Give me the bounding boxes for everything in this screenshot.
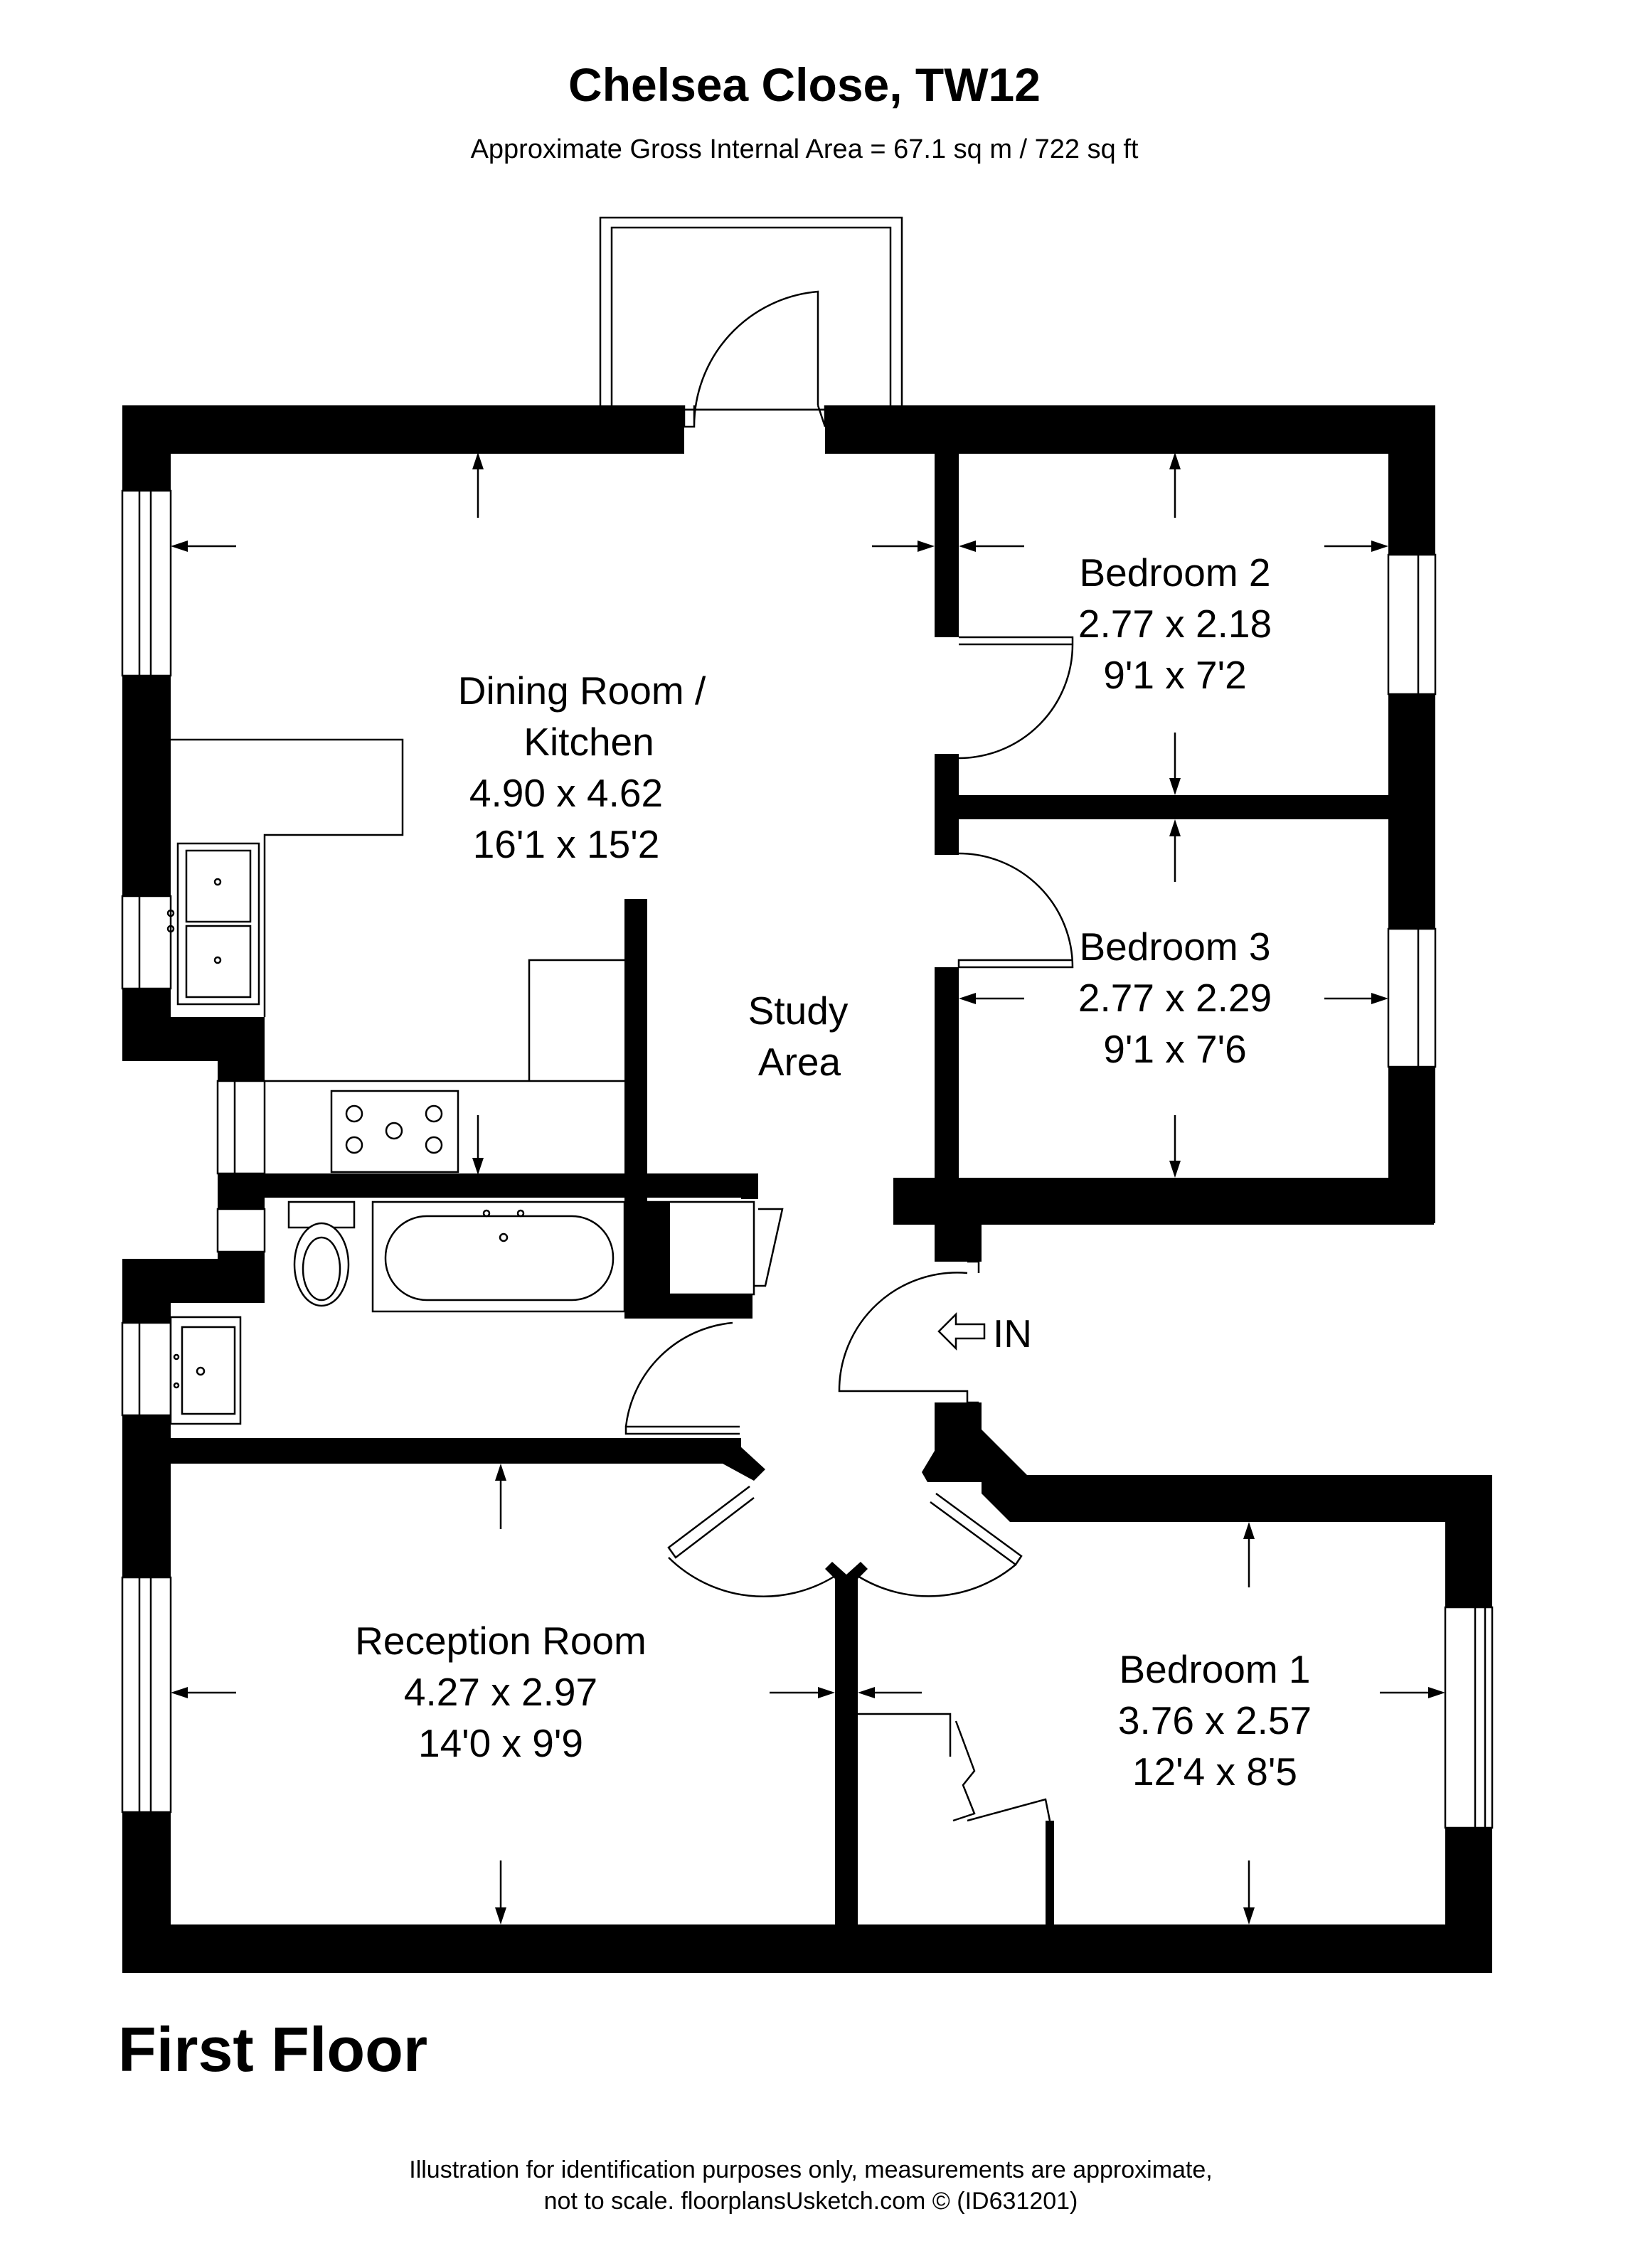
hob-icon xyxy=(330,1090,459,1173)
kitchen-sink-icon xyxy=(166,842,260,1006)
bedroom1-name: Bedroom 1 xyxy=(1119,1647,1310,1691)
basin-icon xyxy=(169,1316,242,1425)
reception-name: Reception Room xyxy=(355,1619,647,1663)
disclaimer-line1: Illustration for identification purposes… xyxy=(409,2156,1213,2183)
dining-name-line1: Dining Room / xyxy=(458,669,706,713)
balcony xyxy=(599,216,903,411)
study-name-line1: Study xyxy=(748,989,849,1033)
kitchen-counter xyxy=(171,738,404,1017)
dining-name-line2: Kitchen xyxy=(523,720,654,764)
room-reception: Reception Room 4.27 x 2.97 14'0 x 9'9 xyxy=(355,1619,647,1765)
dimension-arrows xyxy=(171,452,1445,1924)
page-title: Chelsea Close, TW12 xyxy=(568,58,1041,111)
toilet-icon xyxy=(287,1200,356,1307)
room-dining-kitchen: Dining Room / Kitchen 4.90 x 4.62 16'1 x… xyxy=(458,669,706,866)
dining-metric: 4.90 x 4.62 xyxy=(469,771,663,815)
bedroom3-imperial: 9'1 x 7'6 xyxy=(1103,1027,1246,1071)
bedroom2-name: Bedroom 2 xyxy=(1079,550,1270,595)
dining-imperial: 16'1 x 15'2 xyxy=(473,822,660,866)
bedroom3-name: Bedroom 3 xyxy=(1079,925,1270,969)
bedroom2-imperial: 9'1 x 7'2 xyxy=(1103,653,1246,697)
room-bedroom-3: Bedroom 3 2.77 x 2.29 9'1 x 7'6 xyxy=(1078,925,1272,1071)
study-name-line2: Area xyxy=(758,1040,841,1084)
room-bedroom-2: Bedroom 2 2.77 x 2.18 9'1 x 7'2 xyxy=(1078,550,1272,697)
cupboard-lines xyxy=(646,1200,1051,1822)
bedroom3-metric: 2.77 x 2.29 xyxy=(1078,976,1272,1020)
reception-imperial: 14'0 x 9'9 xyxy=(418,1721,583,1765)
room-study-area: Study Area xyxy=(748,989,849,1084)
disclaimer-line2: not to scale. floorplansUsketch.com © (I… xyxy=(544,2188,1078,2215)
windows xyxy=(121,489,1494,1829)
doors xyxy=(624,290,1074,1597)
bath-icon xyxy=(371,1200,626,1313)
bedroom1-imperial: 12'4 x 8'5 xyxy=(1132,1750,1297,1794)
bedroom2-metric: 2.77 x 2.18 xyxy=(1078,602,1272,646)
floor-label: First Floor xyxy=(118,2014,427,2085)
entrance-arrow-icon xyxy=(937,1311,986,1351)
entrance-label: IN xyxy=(993,1311,1032,1356)
reception-metric: 4.27 x 2.97 xyxy=(404,1670,597,1714)
gross-area-text: Approximate Gross Internal Area = 67.1 s… xyxy=(471,134,1139,164)
entrance-marker: IN xyxy=(937,1311,1032,1356)
room-bedroom-1: Bedroom 1 3.76 x 2.57 12'4 x 8'5 xyxy=(1118,1647,1312,1794)
bedroom1-metric: 3.76 x 2.57 xyxy=(1118,1698,1312,1742)
fixtures xyxy=(166,738,626,1425)
